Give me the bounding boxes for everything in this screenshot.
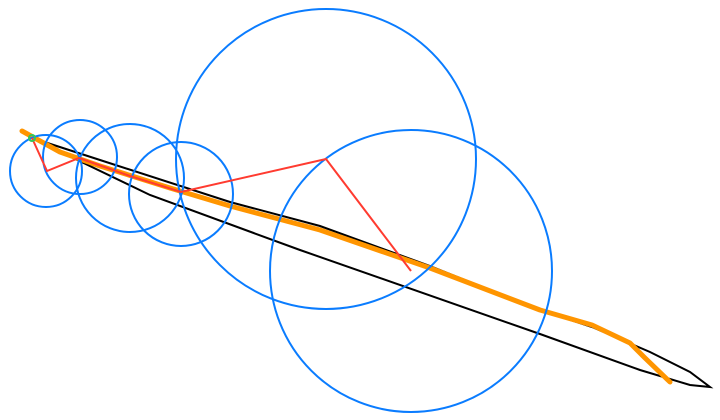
target-shape-outline (31, 137, 714, 389)
epicycle-circle (42, 119, 118, 195)
epicycle-circle (9, 134, 83, 208)
epicycle-circle (128, 141, 234, 247)
epicycle-circle (269, 129, 553, 413)
pen-point (28, 134, 36, 142)
epicycle-radius-chain (31, 137, 412, 272)
epicycle-circle (75, 123, 185, 233)
epicycle-circle (175, 8, 477, 310)
traced-path (19, 128, 673, 385)
epicycle-circles (9, 8, 553, 413)
